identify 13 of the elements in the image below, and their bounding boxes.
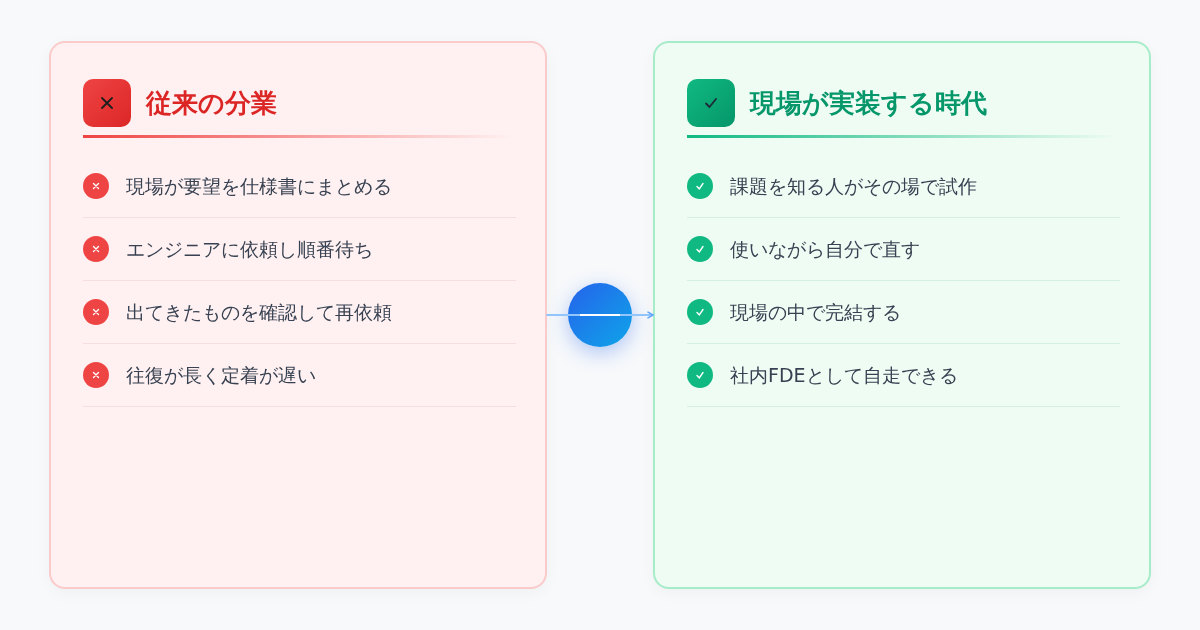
list-item: 現場が要望を仕様書にまとめる [126, 174, 392, 199]
panel-heading: 従来の分業 [146, 87, 277, 120]
comparison-panel [653, 41, 1151, 589]
list-item: エンジニアに依頼し順番待ち [126, 237, 373, 262]
list-item: 出てきたものを確認して再依頼 [126, 300, 392, 325]
list-item: 現場の中で完結する [730, 300, 901, 325]
comparison-panel [49, 41, 547, 589]
list-item: 使いながら自分で直す [730, 237, 920, 262]
list-item: 往復が長く定着が遅い [126, 363, 316, 388]
arrow [546, 311, 654, 319]
list-item: 社内FDEとして自走できる [730, 363, 958, 388]
panel-heading: 現場が実装する時代 [750, 87, 987, 120]
list-item: 課題を知る人がその場で試作 [730, 174, 977, 199]
